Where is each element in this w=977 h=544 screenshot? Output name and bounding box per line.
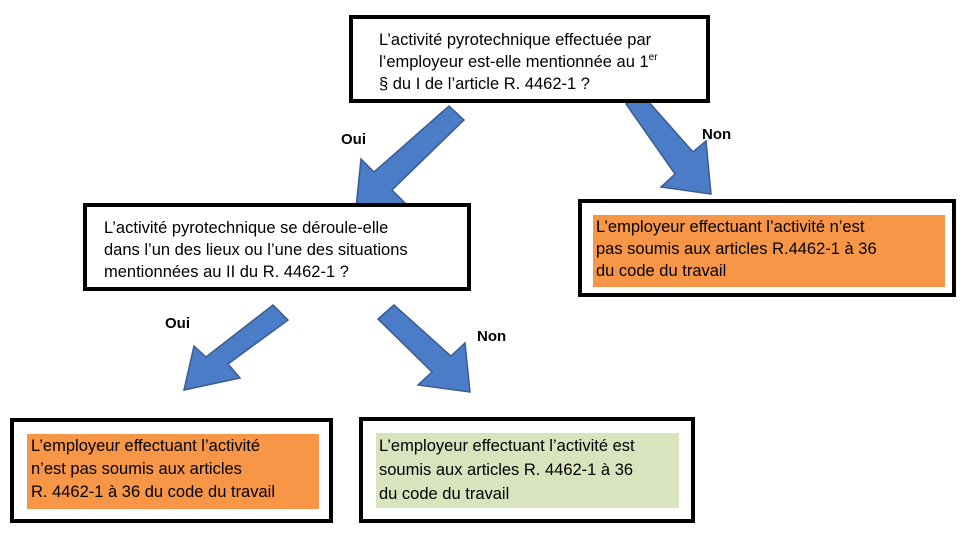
question1-superscript: er [648,52,658,63]
question1-text: L’activité pyrotechnique effectuée par l… [379,29,658,95]
arrow-q2-no [376,303,471,393]
question2-text: L’activité pyrotechnique se déroule-elle… [104,217,408,283]
question2-box: L’activité pyrotechnique se déroule-elle… [83,203,471,291]
q1-yes-label: Oui [341,131,366,148]
result-q2-yes-highlight [27,434,319,509]
result-q1-no-highlight [593,215,945,287]
q2-yes-label: Oui [165,315,190,332]
result-q1-no-box: L’employeur effectuant l’activité n’est … [578,199,956,297]
result-q2-no-box: L’employeur effectuant l’activité est so… [359,417,695,523]
result-q2-yes-line1: L’employeur effectuant l’activité [31,437,260,455]
question1-line2-text: l’employeur est-elle mentionnée au 1 [379,53,649,71]
arrow-q2-yes [183,304,290,391]
question1-line3: § du I de l’article R. 4462-1 ? [379,75,590,93]
question1-line2: l’employeur est-elle mentionnée au 1er [379,51,658,73]
result-q2-no-line3: du code du travail [379,485,510,503]
result-q2-no-line2: soumis aux articles R. 4462-1 à 36 [379,461,634,479]
q2-no-label: Non [477,328,507,345]
result-q2-no-highlight [376,433,679,508]
result-q1-no-line2: pas soumis aux articles R.4462-1 à 36 [596,240,877,258]
result-q1-no-text: L’employeur effectuant l’activité n’est … [596,216,877,282]
arrow-q1-no [624,90,712,195]
question2-line1: L’activité pyrotechnique se déroule-elle [104,219,389,237]
question1-line1: L’activité pyrotechnique effectuée par [379,31,652,49]
result-q2-no-line1: L’employeur effectuant l’activité est [379,437,635,455]
result-q1-no-line1: L’employeur effectuant l’activité n’est [596,218,865,236]
result-q1-no-line3: du code du travail [596,262,727,280]
question2-line2: dans l’un des lieux ou l’une des situati… [104,241,408,259]
result-q2-yes-box: L’employeur effectuant l’activité n’est … [10,418,333,523]
question2-line3: mentionnées au II du R. 4462-1 ? [104,263,349,281]
result-q2-yes-line2: n’est pas soumis aux articles [31,460,242,478]
result-q2-yes-text: L’employeur effectuant l’activité n’est … [31,435,275,504]
result-q2-yes-line3: R. 4462-1 à 36 du code du travail [31,483,275,501]
arrow-q1-yes [355,104,466,209]
q1-no-label: Non [702,126,732,143]
question1-box: L’activité pyrotechnique effectuée par l… [349,15,710,103]
result-q2-no-text: L’employeur effectuant l’activité est so… [379,434,635,506]
